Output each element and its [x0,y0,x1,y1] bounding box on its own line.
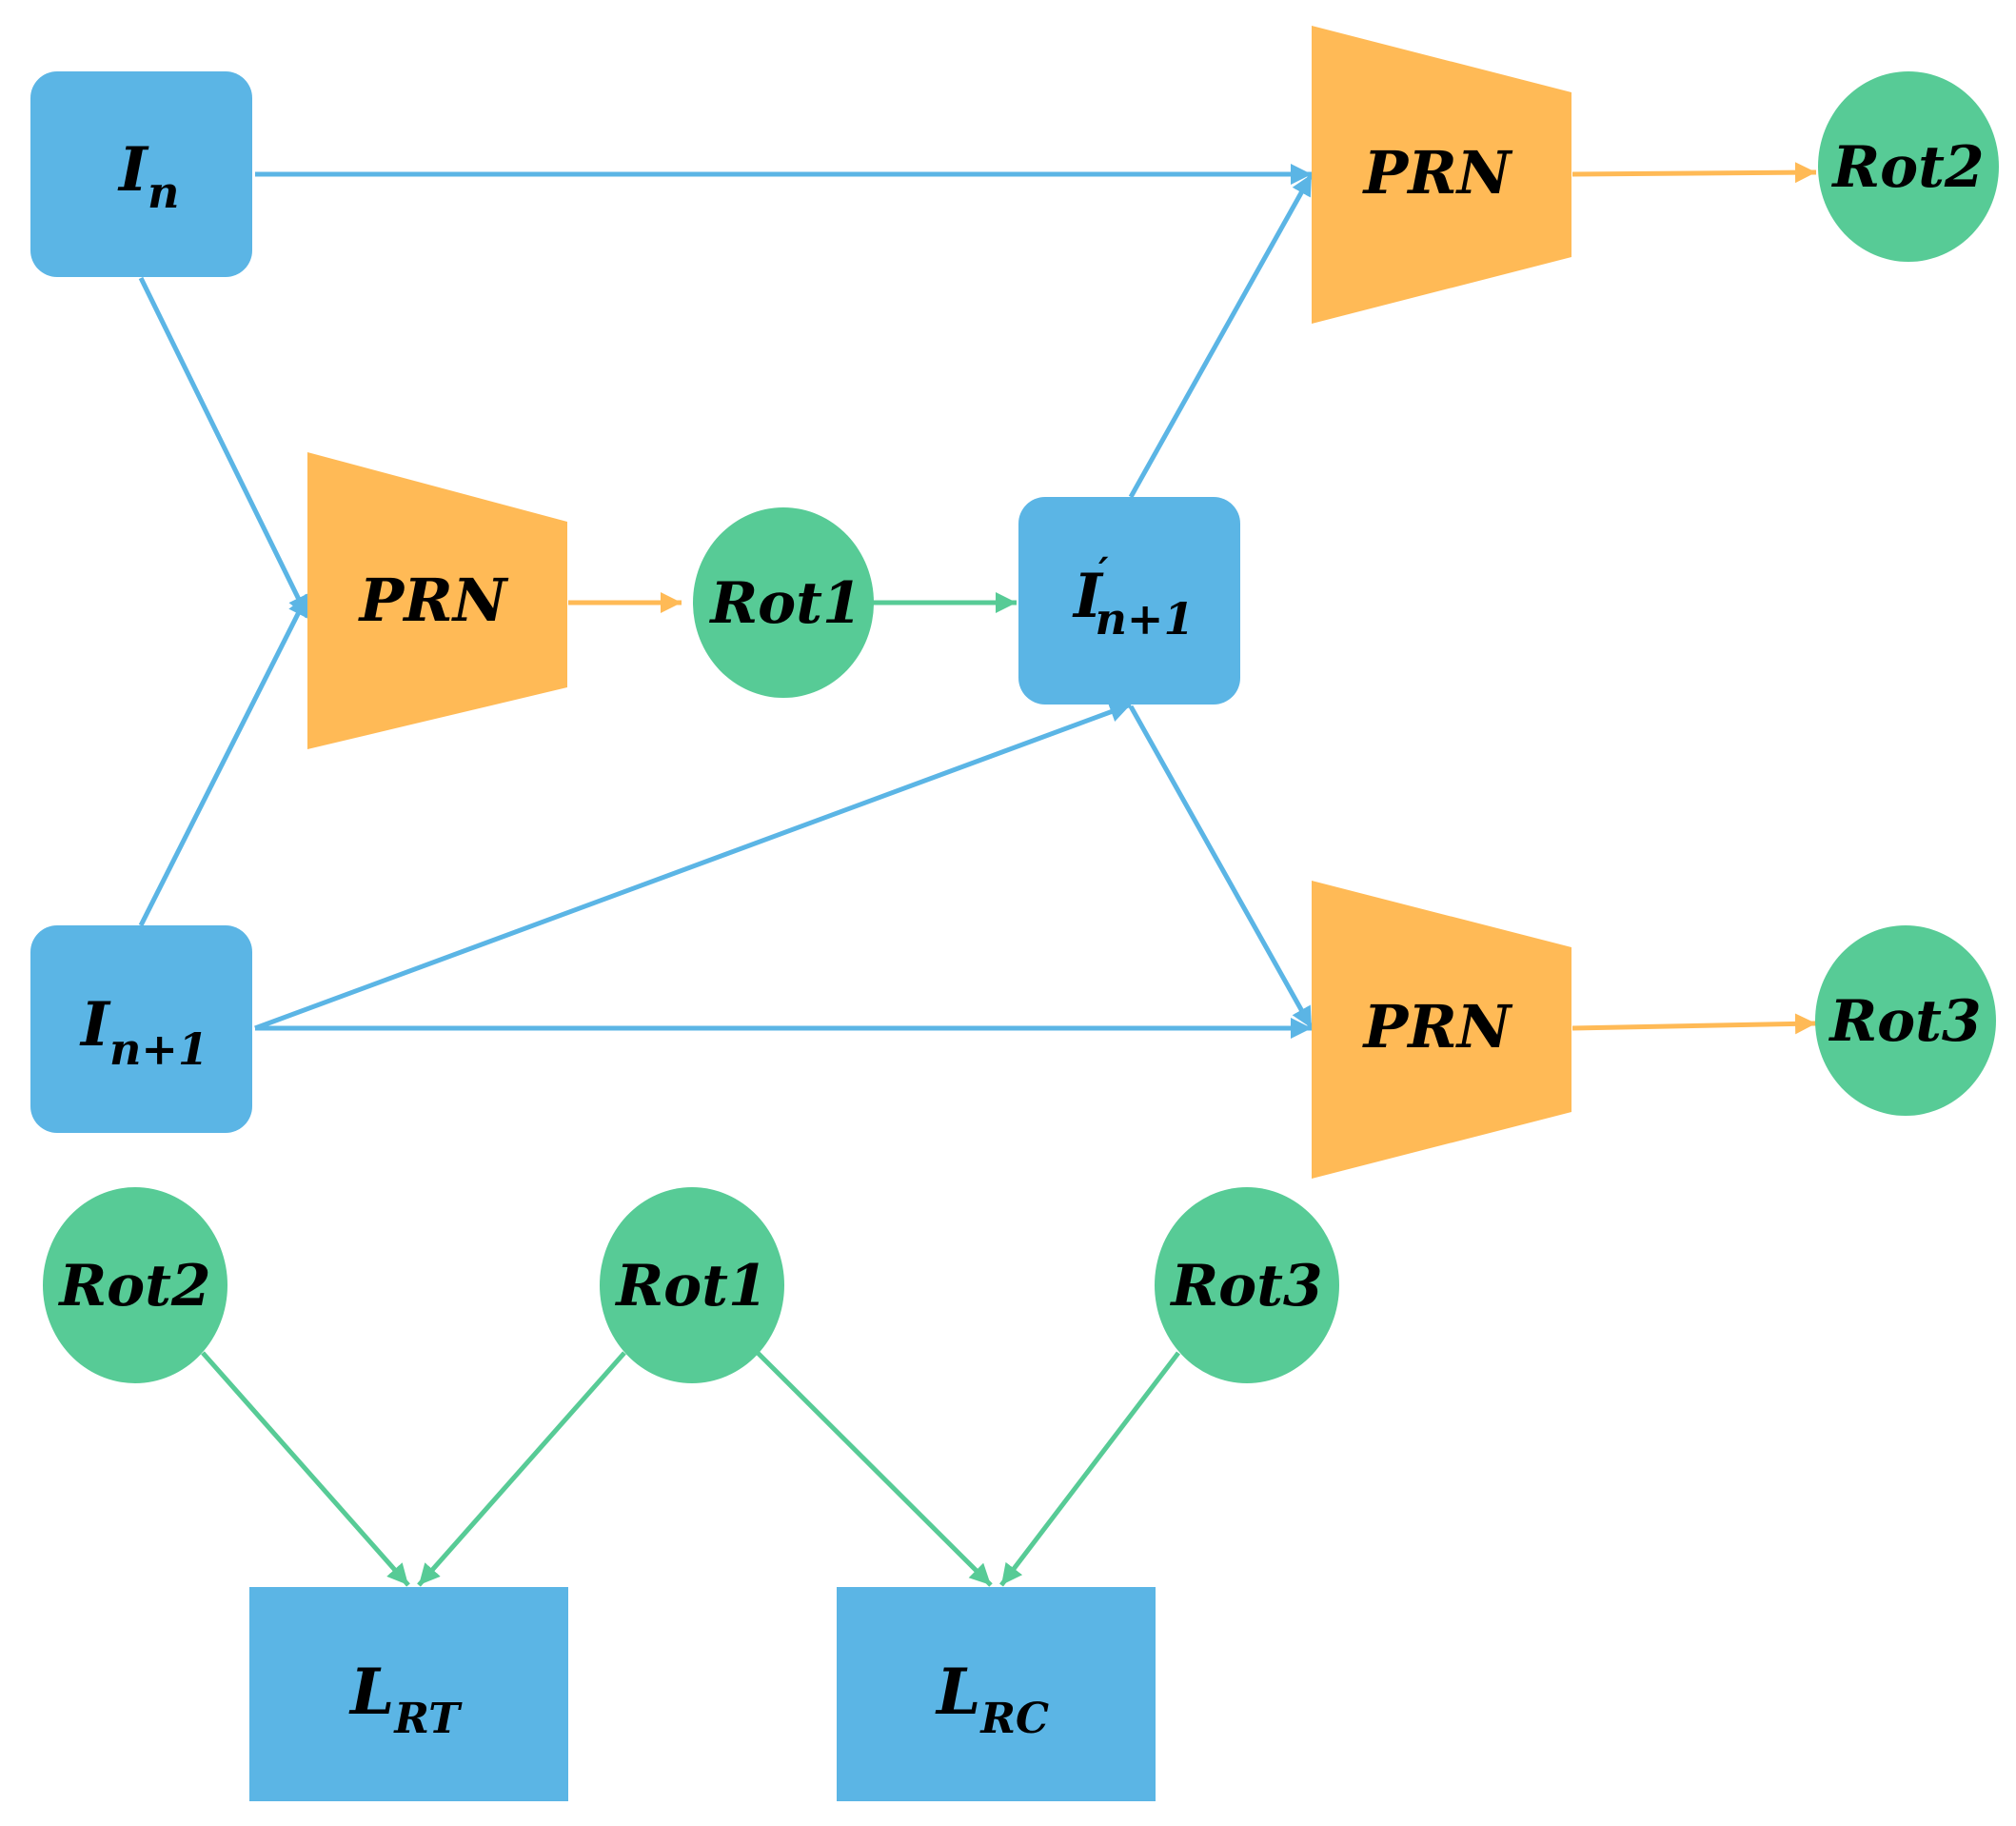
arrow-rot2b-to-lrt [201,1351,410,1587]
svg-text:I′n+1: I′n+1 [1072,549,1194,645]
svg-text:Rot2: Rot2 [1830,134,1984,201]
node-in: In [30,71,252,277]
arrow-rot1b-to-lrc [756,1351,993,1587]
svg-text:Rot3: Rot3 [1828,988,1981,1055]
svg-text:PRN: PRN [1362,992,1513,1062]
rot1-circle: Rot1 [693,507,874,698]
arrow-rot1b-to-lrt [417,1351,626,1587]
node-in1-prime: I′n+1 [1018,497,1240,705]
arrow-in1-to-prn-mid [138,593,310,927]
svg-text:PRN: PRN [358,566,509,635]
node-in1: In+1 [30,925,252,1133]
rot1-bottom-circle: Rot1 [600,1187,784,1383]
arrow-prn-bot-to-rot3 [1571,1013,1817,1035]
svg-text:In+1: In+1 [79,989,208,1075]
svg-text:Rot3: Rot3 [1169,1253,1322,1320]
rot3-circle: Rot3 [1815,925,1996,1116]
arrow-rot3b-to-lrc [999,1351,1180,1587]
arrow-in1-prime-to-prn-top [1128,172,1314,499]
arrow-in-to-prn-mid [138,276,310,619]
rot2-circle: Rot2 [1818,71,1999,262]
svg-text:LRC: LRC [935,1655,1049,1743]
prn-top: PRN [1312,26,1571,324]
svg-text:Rot2: Rot2 [57,1253,210,1320]
svg-text:Rot1: Rot1 [614,1253,767,1320]
arrow-prn-top-to-rot2 [1571,162,1817,184]
arrow-in1-to-in1-prime [254,702,1132,1031]
svg-text:Rot1: Rot1 [708,570,861,637]
svg-text:LRT: LRT [348,1655,463,1743]
prn-middle: PRN [307,452,567,749]
prn-bottom: PRN [1312,881,1571,1179]
arrows [138,162,1817,1587]
svg-text:PRN: PRN [1362,138,1513,208]
rot3-bottom-circle: Rot3 [1155,1187,1339,1383]
loss-rt-box: LRT [249,1587,568,1801]
loss-rc-box: LRC [837,1587,1156,1801]
rot2-bottom-circle: Rot2 [43,1187,227,1383]
svg-text:In: In [117,134,179,218]
arrow-in1-prime-to-prn-bot [1128,705,1314,1030]
